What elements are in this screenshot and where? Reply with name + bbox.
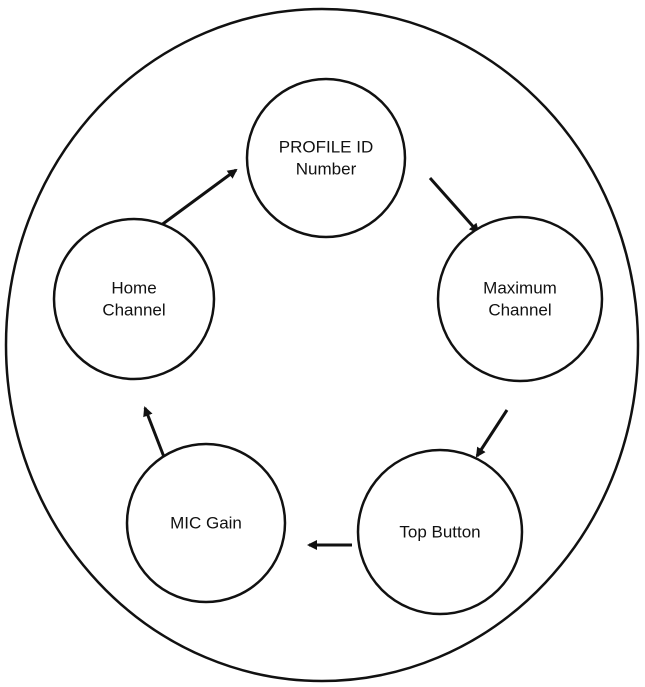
node-label: Top Button: [399, 523, 480, 542]
outer-boundary: [4, 7, 640, 683]
node-label: Maximum: [483, 279, 557, 298]
node-label: MIC Gain: [170, 514, 242, 533]
arrow-home-channel-to-profile-id-number: [159, 168, 238, 228]
node-circle: [125, 442, 287, 604]
edges: [143, 168, 509, 550]
arrow-profile-id-number-to-maximum-channel: [428, 177, 480, 234]
arrow-mic-gain-to-home-channel: [143, 406, 166, 458]
node-profile-id-number: PROFILE ID Number: [245, 77, 407, 239]
node-circle: [356, 448, 524, 616]
node-label: Channel: [102, 301, 165, 320]
node-circle: [52, 217, 216, 381]
node-top-button: Top Button: [356, 448, 524, 616]
node-mic-gain: MIC Gain: [125, 442, 287, 604]
node-circle: [245, 77, 407, 239]
node-label: PROFILE ID: [279, 138, 373, 157]
arrow-maximum-channel-to-top-button: [475, 409, 509, 458]
node-label: Channel: [488, 301, 551, 320]
node-label: Number: [296, 160, 357, 179]
node-label: Home: [111, 279, 156, 298]
node-circle: [436, 215, 604, 383]
